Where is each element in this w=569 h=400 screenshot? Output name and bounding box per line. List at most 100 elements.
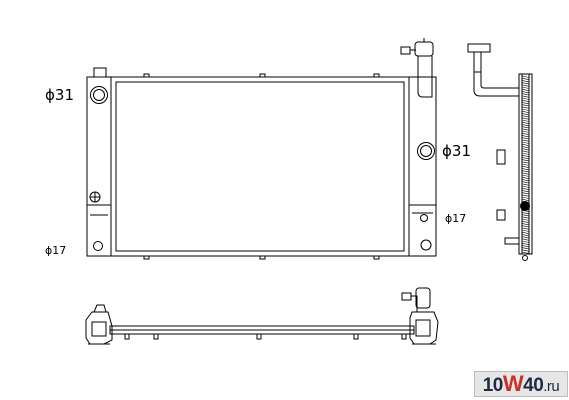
fin-line	[521, 126, 530, 129]
fin-line	[521, 212, 530, 215]
left-filler-neck	[93, 67, 107, 78]
drain-plug	[89, 191, 101, 203]
fin-line	[521, 190, 530, 193]
fin-line	[521, 227, 530, 230]
fin-line	[521, 172, 530, 175]
inlet-diameter-label: ϕ31	[45, 86, 74, 104]
right-lower-port-upper	[420, 214, 428, 222]
left-upper-port	[90, 86, 108, 104]
fin-line	[521, 236, 530, 239]
bottom-view	[85, 287, 439, 345]
right-middle-port	[417, 142, 435, 160]
fin-line	[521, 137, 530, 140]
fin-line	[521, 194, 530, 197]
right-port-diameter-label: ϕ17	[445, 212, 466, 225]
fin-line	[521, 231, 530, 234]
fin-line	[521, 229, 530, 232]
fin-line	[521, 143, 530, 146]
watermark-w: W	[502, 371, 524, 396]
front-view	[86, 38, 437, 260]
fin-line	[521, 148, 530, 151]
watermark-logo: 10W40.ru	[474, 371, 568, 397]
fin-line	[521, 84, 530, 87]
fin-line	[521, 174, 530, 177]
fin-line	[521, 187, 530, 190]
fin-line	[521, 157, 530, 160]
fin-line	[521, 108, 530, 111]
fin-line	[521, 104, 530, 107]
fin-line	[521, 165, 530, 168]
fin-line	[521, 80, 530, 83]
fin-line	[521, 247, 530, 250]
watermark-prefix: 10	[482, 375, 504, 396]
bottom-rail-tabs	[124, 333, 407, 340]
fin-line	[521, 181, 530, 184]
right-inlet-pipe	[400, 38, 434, 98]
side-drain-plug	[520, 201, 530, 211]
fin-line	[521, 168, 530, 171]
fin-line	[521, 198, 530, 201]
fin-line	[521, 124, 530, 127]
fin-line	[521, 240, 530, 243]
fin-line	[521, 176, 530, 179]
fin-line	[521, 223, 530, 226]
fin-line	[521, 77, 530, 80]
fin-line	[521, 102, 530, 105]
fin-line	[521, 196, 530, 199]
watermark-suffix: .ru	[543, 378, 560, 395]
side-fins	[521, 75, 530, 254]
fin-line	[521, 159, 530, 162]
fin-line	[521, 152, 530, 155]
fin-line	[521, 75, 530, 78]
fin-line	[521, 170, 530, 173]
fin-line	[521, 185, 530, 188]
fin-line	[521, 95, 530, 98]
fin-line	[521, 121, 530, 124]
fin-line	[521, 220, 530, 223]
fin-line	[521, 117, 530, 120]
fin-line	[521, 130, 530, 133]
fin-line	[521, 192, 530, 195]
fin-line	[521, 139, 530, 142]
fin-line	[521, 251, 530, 254]
fin-line	[521, 88, 530, 91]
fin-line	[521, 150, 530, 153]
fin-line	[521, 154, 530, 157]
fin-line	[521, 141, 530, 144]
fin-line	[521, 214, 530, 217]
side-view-details	[496, 149, 530, 261]
fin-line	[521, 113, 530, 116]
fin-line	[521, 238, 530, 241]
fin-line	[521, 128, 530, 131]
fin-line	[521, 91, 530, 94]
bottom-right-bracket	[401, 287, 439, 345]
side-fin-block	[518, 73, 533, 255]
fin-line	[521, 216, 530, 219]
fin-line	[521, 82, 530, 85]
side-pipe-cap	[467, 43, 491, 53]
fin-line	[521, 110, 530, 113]
fin-line	[521, 234, 530, 237]
side-pipe	[473, 52, 520, 97]
bottom-left-bracket	[85, 304, 113, 345]
fin-line	[521, 93, 530, 96]
fin-line	[521, 161, 530, 164]
watermark-mid: 40	[523, 375, 544, 396]
fin-line	[521, 97, 530, 100]
left-port-diameter-label: ϕ17	[45, 244, 66, 257]
fin-line	[521, 86, 530, 89]
right-lower-port	[420, 239, 432, 251]
fin-line	[521, 106, 530, 109]
fin-line	[521, 183, 530, 186]
fin-line	[521, 225, 530, 228]
fin-line	[521, 218, 530, 221]
side-view	[467, 43, 533, 255]
fin-line	[521, 163, 530, 166]
core-tabs	[143, 73, 380, 260]
fin-line	[521, 179, 530, 182]
fin-line	[521, 99, 530, 102]
fin-line	[521, 135, 530, 138]
outlet-diameter-label: ϕ31	[442, 142, 471, 160]
fin-line	[521, 242, 530, 245]
